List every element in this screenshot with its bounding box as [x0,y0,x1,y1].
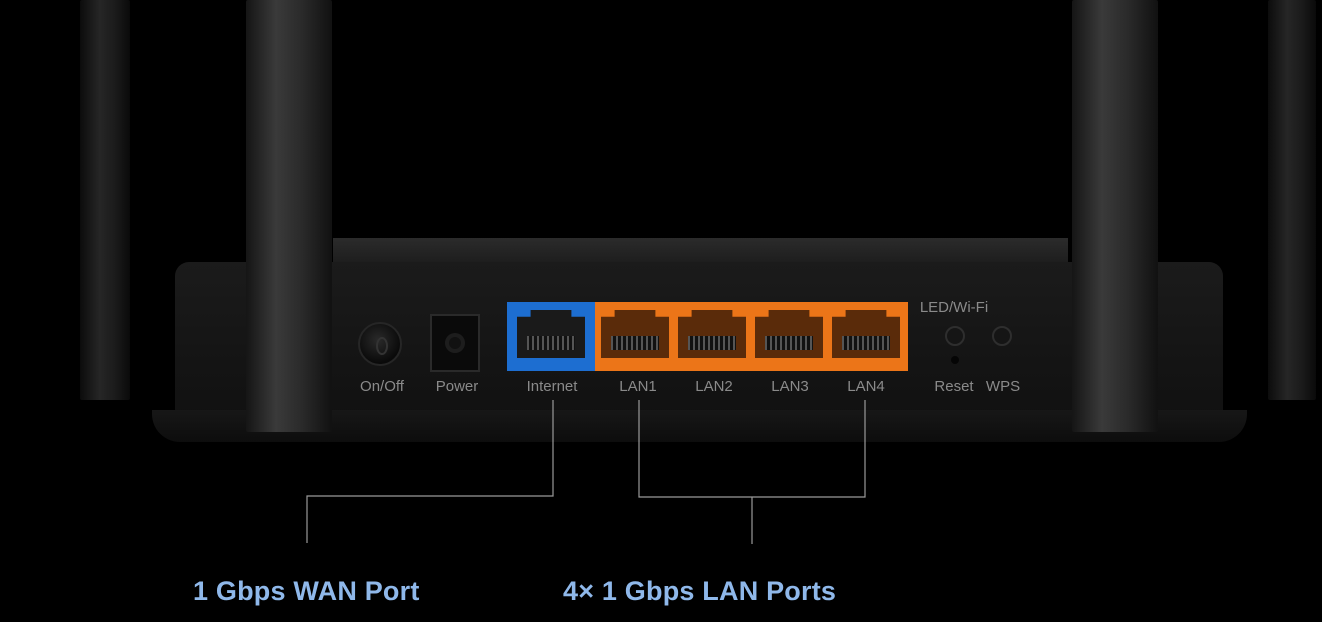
wps-button [992,326,1012,346]
lan3-port [755,310,823,358]
router-top [333,238,1068,266]
lan4-port [832,310,900,358]
on-off-label: On/Off [360,378,404,395]
antenna-back-right [1268,0,1316,400]
lan3-label: LAN3 [771,378,809,395]
on-off-button [358,322,402,366]
wan-port-caption: 1 Gbps WAN Port [193,576,420,606]
led-wifi-button [945,326,965,346]
wps-label: WPS [985,378,1021,395]
reset-label: Reset [934,378,974,395]
lan1-port [601,310,669,358]
reset-pinhole [951,356,959,364]
antenna-front-left [246,0,332,432]
lan-ports-caption: 4× 1 Gbps LAN Ports [563,576,837,606]
internet-port [517,310,585,358]
antenna-front-right [1072,0,1158,432]
lan2-label: LAN2 [695,378,733,395]
antenna-back-left [80,0,130,400]
lan2-port [678,310,746,358]
led-wifi-label: LED/Wi-Fi [919,299,989,316]
lan4-label: LAN4 [847,378,885,395]
lan1-label: LAN1 [619,378,657,395]
power-jack [430,314,480,372]
internet-label: Internet [526,378,578,395]
power-label: Power [435,378,479,395]
